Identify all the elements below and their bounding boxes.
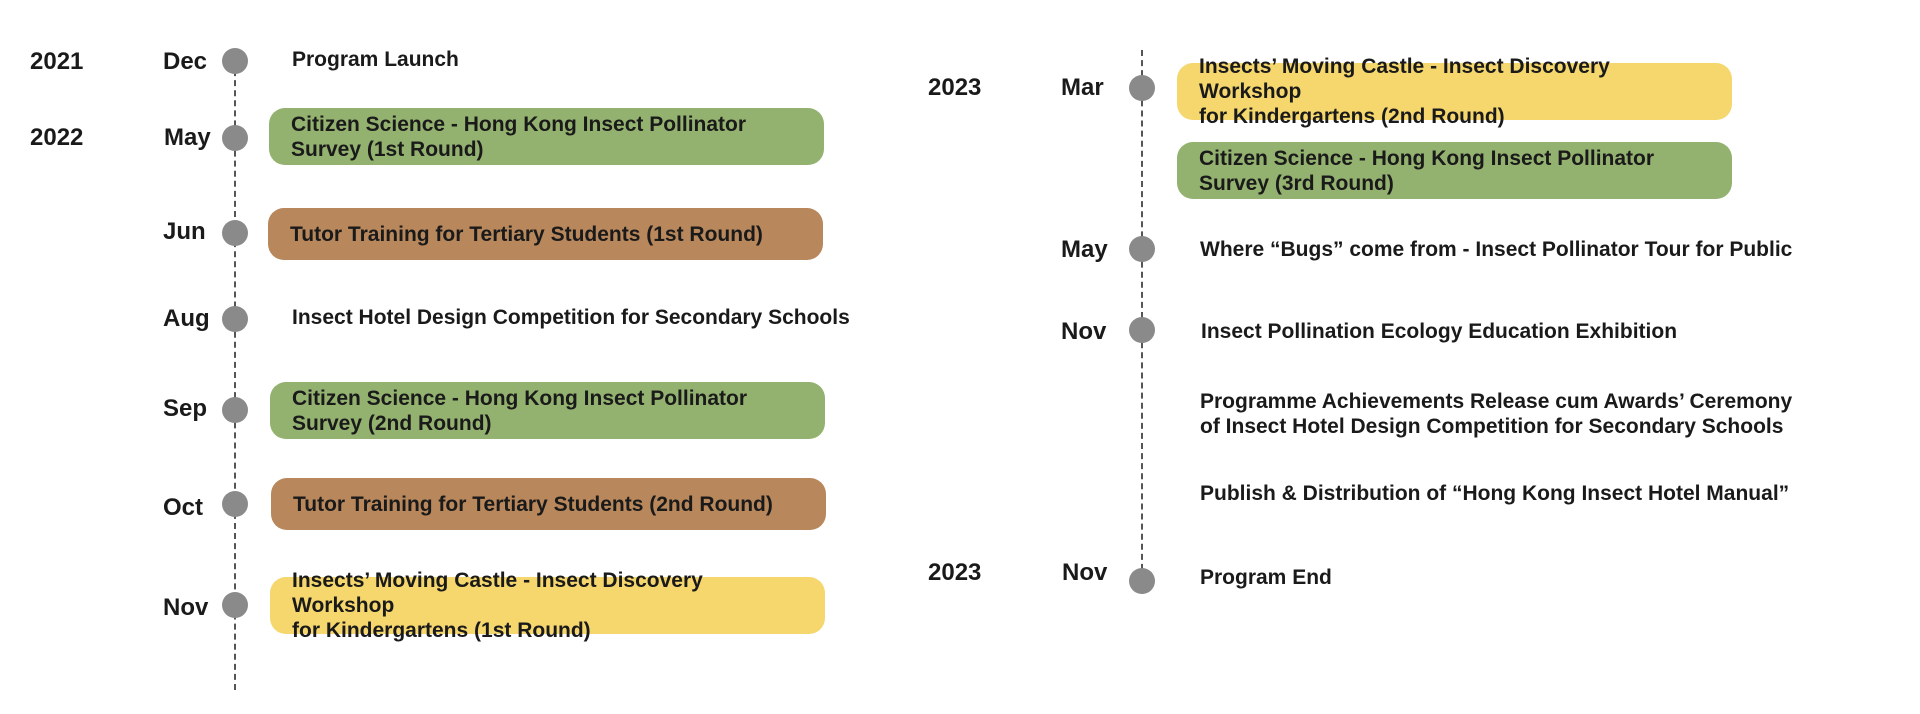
event-label: Citizen Science - Hong Kong Insect Polli… (291, 112, 747, 161)
year-label: 2022 (30, 124, 84, 151)
event-label: Program Launch (292, 48, 459, 71)
timeline-dot (1129, 568, 1155, 594)
event-label: Insect Pollination Ecology Education Exh… (1201, 320, 1678, 343)
event-label: Insect Hotel Design Competition for Seco… (292, 306, 850, 329)
year-label: 2023 (928, 559, 982, 586)
event-label: Where “Bugs” come from - Insect Pollinat… (1200, 238, 1793, 261)
timeline-dot (222, 125, 248, 151)
timeline-dot (222, 48, 248, 74)
year-label: 2021 (30, 48, 84, 75)
month-label: Dec (163, 48, 208, 75)
event-label: Insects’ Moving Castle - Insect Discover… (292, 569, 703, 642)
timeline-dot (222, 592, 248, 618)
timeline-dot (222, 220, 248, 246)
right-timeline-axis (1141, 50, 1143, 580)
event-label: Citizen Science - Hong Kong Insect Polli… (292, 386, 748, 435)
year-label: 2023 (928, 74, 982, 101)
event-pill: Citizen Science - Hong Kong Insect Polli… (270, 382, 825, 439)
timeline-dot (222, 491, 248, 517)
event-label: Tutor Training for Tertiary Students (2n… (293, 492, 773, 516)
event-pill: Insects’ Moving Castle - Insect Discover… (1177, 55, 1732, 128)
event-pill: Citizen Science - Hong Kong Insect Polli… (1177, 142, 1732, 199)
month-label: May (1061, 236, 1108, 263)
timeline-dot (1129, 317, 1155, 343)
event-label: Insects’ Moving Castle - Insect Discover… (1199, 55, 1610, 128)
timeline-dot (222, 397, 248, 423)
event-label: Citizen Science - Hong Kong Insect Polli… (1199, 146, 1655, 195)
event-pill: Tutor Training for Tertiary Students (2n… (271, 478, 826, 530)
event-label: Program End (1200, 566, 1332, 589)
timeline-dot (1129, 75, 1155, 101)
event-label: Tutor Training for Tertiary Students (1s… (290, 222, 763, 246)
event-pill: Citizen Science - Hong Kong Insect Polli… (269, 108, 824, 165)
month-label: Nov (1061, 318, 1107, 345)
month-label: Sep (163, 395, 208, 422)
month-label: Oct (163, 494, 204, 521)
month-label: Nov (163, 594, 209, 621)
event-pill: Insects’ Moving Castle - Insect Discover… (270, 569, 825, 642)
month-label: Mar (1061, 74, 1104, 101)
left-timeline-axis (234, 60, 236, 690)
month-label: Jun (163, 218, 206, 245)
month-label: Aug (163, 305, 210, 332)
month-label: Nov (1062, 559, 1108, 586)
event-pill: Tutor Training for Tertiary Students (1s… (268, 208, 823, 260)
timeline-dot (222, 306, 248, 332)
month-label: May (164, 124, 211, 151)
timeline-dot (1129, 236, 1155, 262)
event-label: Publish & Distribution of “Hong Kong Ins… (1200, 482, 1790, 505)
event-label: Programme Achievements Release cum Award… (1200, 390, 1793, 438)
